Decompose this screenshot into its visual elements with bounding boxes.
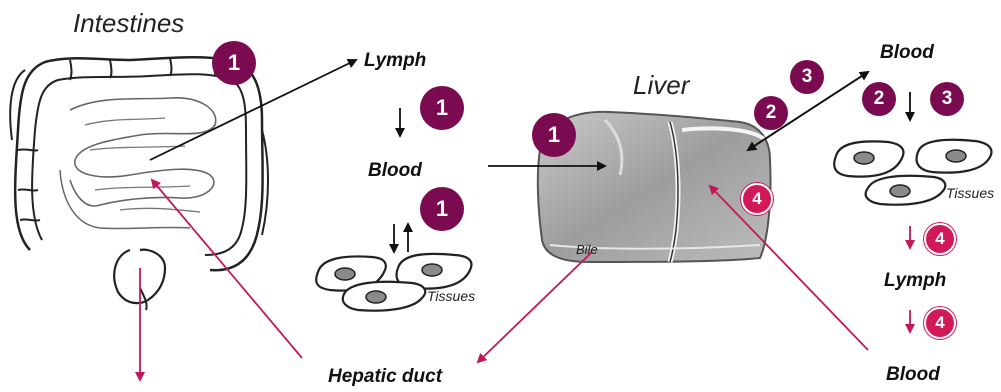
step-badge-liver-2: 2 [754,96,788,130]
tissues-label-right: Tissues [946,185,994,201]
step-badge-intestines: 1 [212,41,256,85]
step-badge-right-4-a: 4 [924,223,956,255]
pink-arrows [140,180,910,380]
step-badge-liver-4: 4 [741,183,773,215]
hepatic-duct-label: Hepatic duct [328,366,442,388]
intestines-label: Intestines [73,8,184,39]
bile-label: Bile [576,242,598,257]
step-badge-liver-3: 3 [790,60,824,94]
lymph-label-right: Lymph [884,270,946,292]
step-badge-right-4-b: 4 [924,307,956,339]
liver-label: Liver [633,70,689,101]
blood-label-right-top: Blood [880,42,934,64]
step-badge-right-3: 3 [930,82,964,116]
lymph-label-mid: Lymph [364,50,426,72]
step-badge-blood: 1 [420,187,464,231]
blood-label-mid: Blood [368,160,422,182]
step-badge-right-2: 2 [862,82,896,116]
step-badge-lymph: 1 [420,86,464,130]
blood-label-right-bottom: Blood [886,364,940,386]
tissues-label-mid: Tissues [427,288,475,304]
step-badge-liver-entry: 1 [532,113,576,157]
